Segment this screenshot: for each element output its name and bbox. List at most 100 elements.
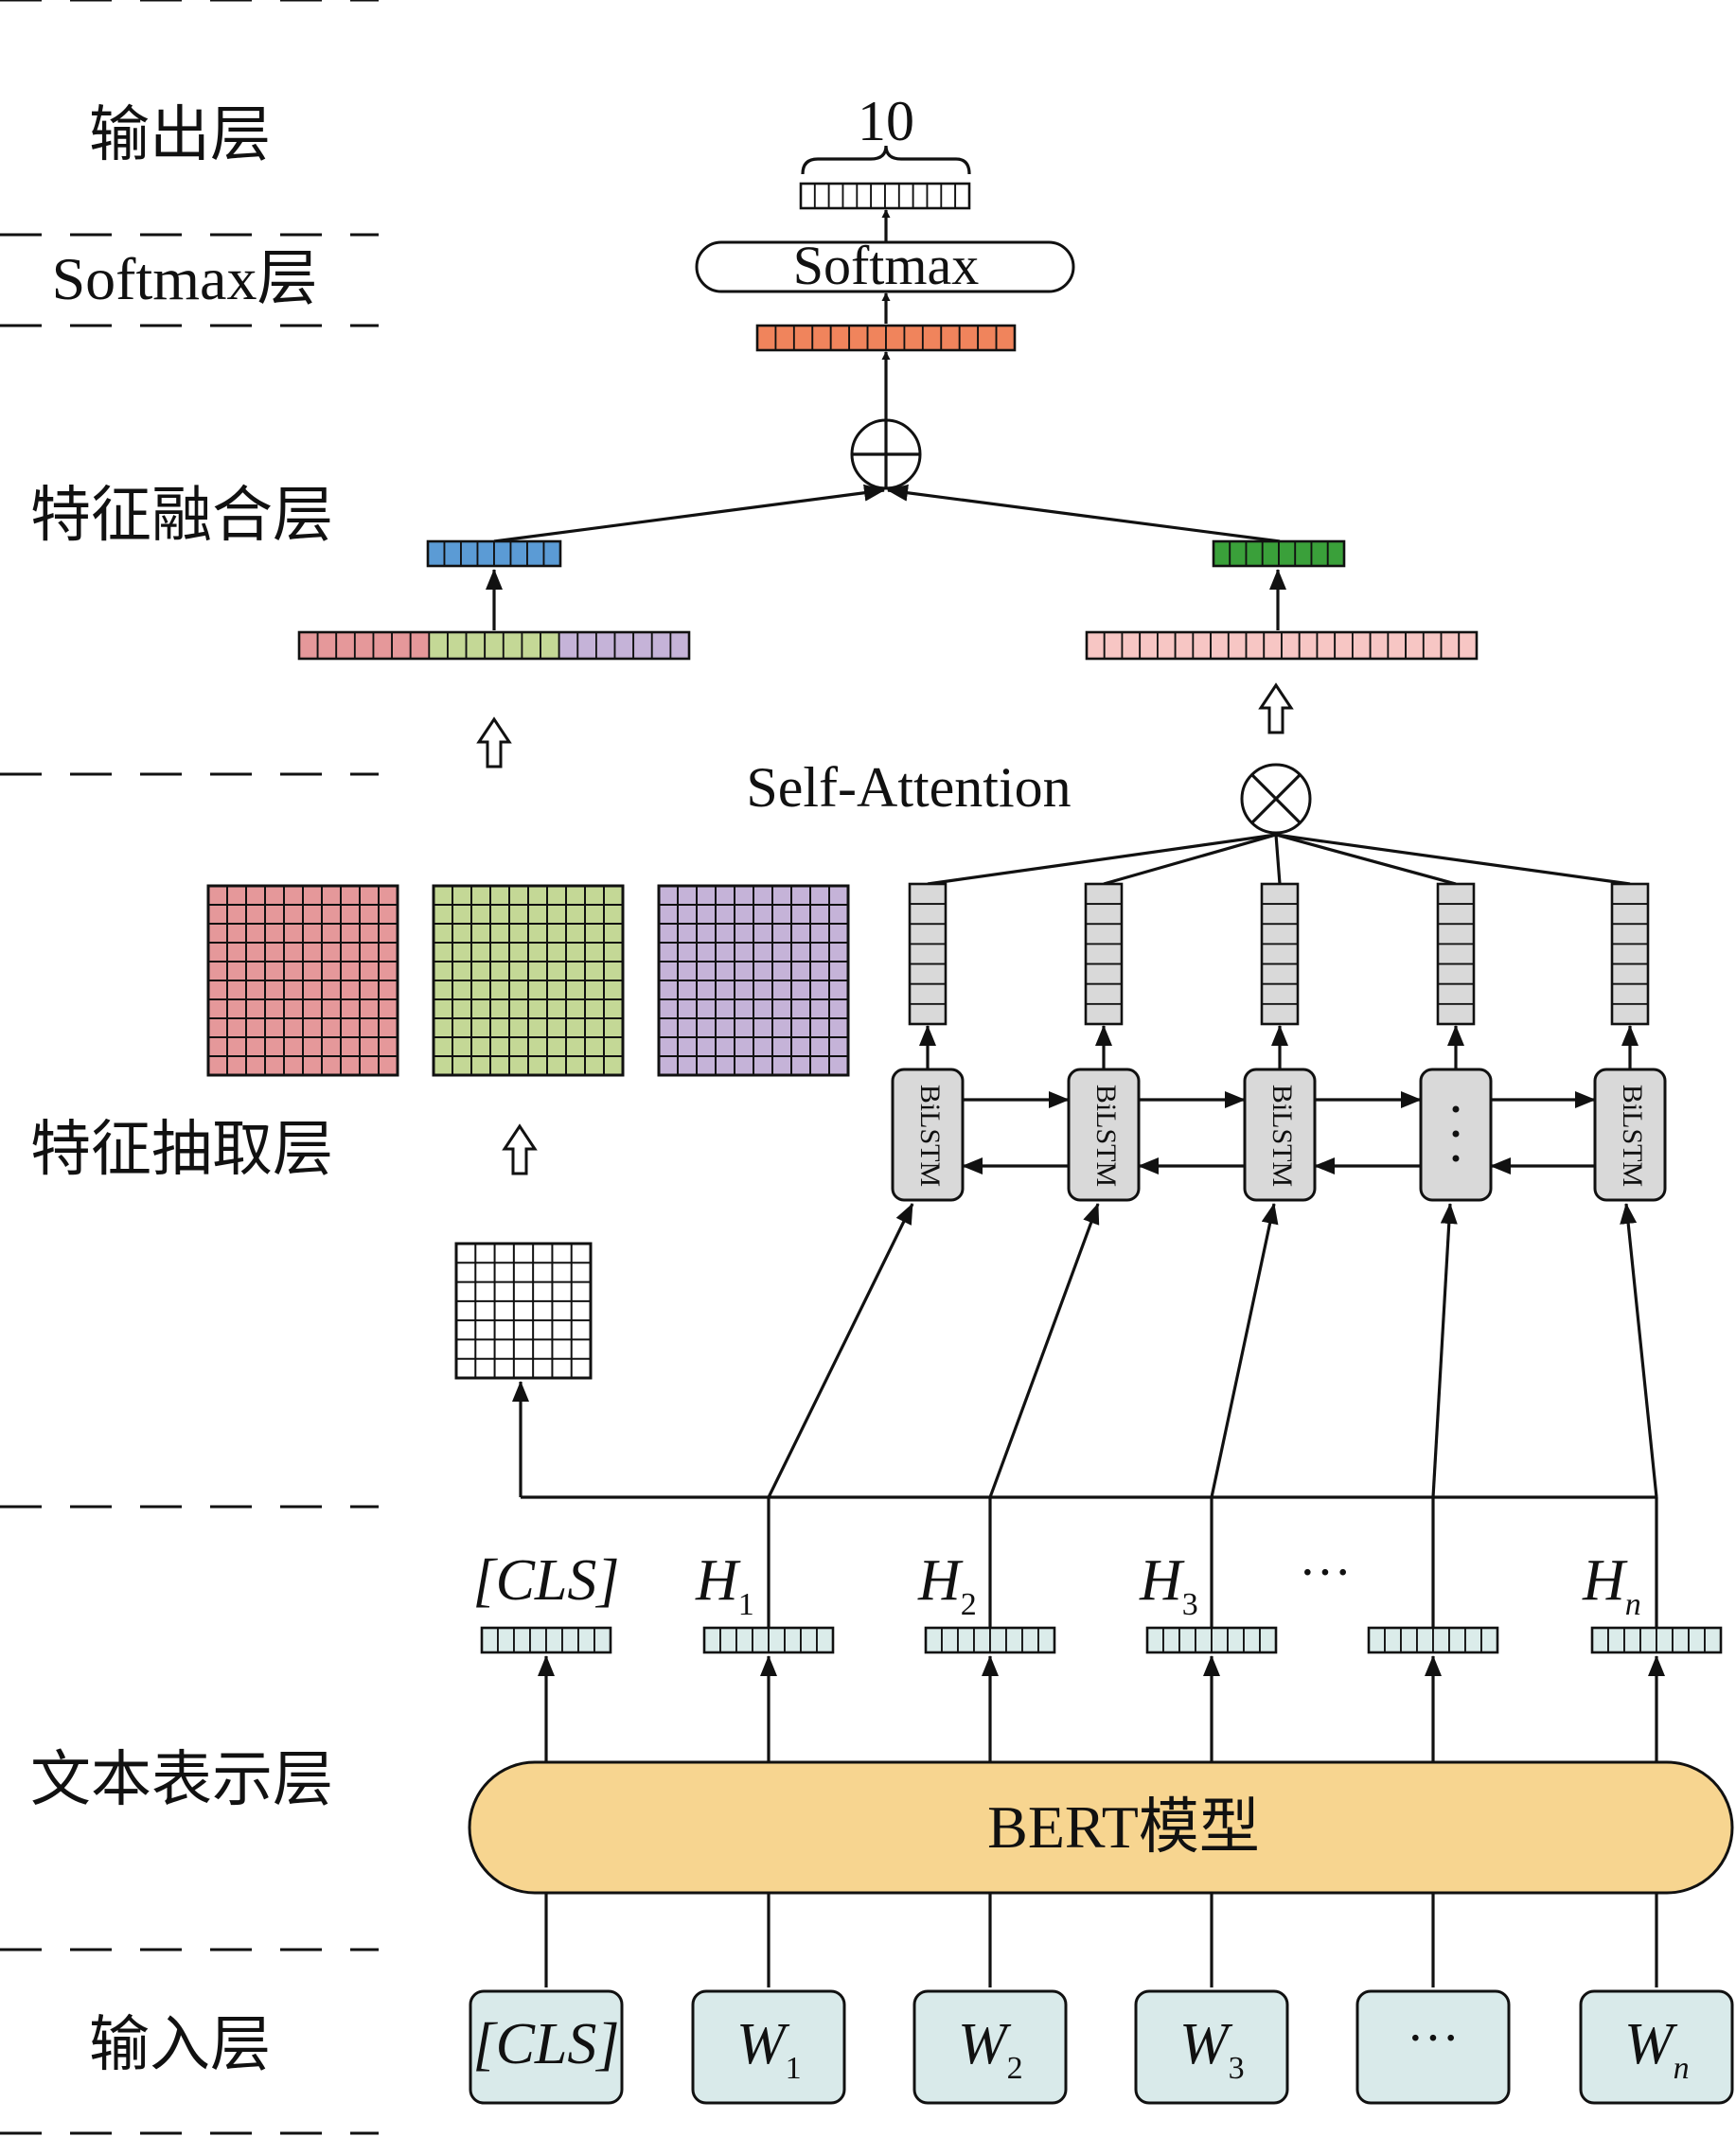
vector-cell	[593, 1627, 611, 1653]
vector-cell	[1458, 631, 1478, 660]
bilstm-label: BiLSTM	[914, 1085, 946, 1187]
vector-cell	[428, 631, 449, 660]
vector-cell	[1021, 1627, 1039, 1653]
vector-cell	[885, 325, 906, 351]
vector-cell	[1369, 631, 1390, 660]
vector-cell	[1437, 943, 1475, 965]
hollow-up-arrow-attention	[1258, 682, 1294, 734]
layer-label-output: 输出层	[89, 101, 271, 168]
self-attention-label: Self-Attention	[746, 756, 1071, 819]
vector-cell	[1192, 631, 1212, 660]
vector-cell	[735, 1627, 753, 1653]
vector-cell	[1278, 540, 1297, 567]
output-dimension-label: 10	[858, 90, 914, 152]
vector-cell	[1326, 540, 1345, 567]
input-token-box	[691, 1989, 846, 2105]
vector-cell	[542, 540, 561, 567]
input-token-box	[912, 1989, 1068, 2105]
input-token-box	[469, 1989, 624, 2105]
vector-outline	[1145, 1626, 1278, 1654]
bilstm-label: BiLSTM	[1267, 1085, 1298, 1187]
vector-cell	[768, 1627, 786, 1653]
vector-cell	[1623, 1627, 1641, 1653]
vector-cell	[298, 631, 319, 660]
input-label-w1: W1	[736, 2012, 802, 2086]
vector-cell	[909, 903, 947, 926]
vector-cell	[1261, 943, 1299, 965]
vector-cell	[1227, 1627, 1245, 1653]
vector-cell	[1298, 631, 1319, 660]
vector-cell	[1261, 923, 1299, 945]
vector-cell	[784, 1627, 802, 1653]
vector-outline	[1367, 1626, 1499, 1654]
vector-cell	[1368, 1627, 1386, 1653]
vector-cell	[545, 1627, 563, 1653]
fused-feature-vector	[755, 324, 1017, 352]
vector-cell	[476, 540, 495, 567]
vector-cell	[792, 325, 814, 351]
bert-output-vectors	[480, 1626, 1723, 1654]
hollow-up-arrow-conv	[502, 1123, 538, 1175]
ellipsis-dot	[1452, 1155, 1460, 1162]
vector-cell	[577, 1627, 595, 1653]
vector-cell	[1085, 963, 1123, 985]
input-label-cls: [CLS]	[472, 2012, 619, 2076]
vector-cell	[372, 631, 393, 660]
vector-cell	[1259, 1627, 1277, 1653]
vector-cell	[650, 631, 672, 660]
vector-cell	[1639, 1627, 1657, 1653]
bilstm-label: BiLSTM	[1090, 1085, 1122, 1187]
layer-separators	[0, 0, 379, 2135]
vector-cell	[1261, 982, 1299, 1005]
hidden-label-hn: Hn	[1582, 1548, 1641, 1622]
bilstm-hidden-vectors	[908, 882, 1650, 1026]
vector-cell	[1146, 1627, 1164, 1653]
vector-cell	[866, 325, 887, 351]
input-label-w2: W2	[958, 2012, 1023, 2086]
vector-cell	[813, 183, 830, 209]
vector-cell	[816, 1627, 834, 1653]
input-token-box	[1579, 1989, 1734, 2105]
vector-cell	[1261, 903, 1299, 926]
vector-cell	[1037, 1627, 1055, 1653]
vector-cell	[1162, 1627, 1180, 1653]
vector-cell	[1121, 631, 1142, 660]
vector-cell	[558, 631, 579, 660]
vector-cell	[1085, 982, 1123, 1005]
vector-cell	[1245, 631, 1266, 660]
vector-outline	[755, 324, 1017, 352]
vector-cell	[926, 183, 943, 209]
input-label-wn: Wn	[1624, 2012, 1690, 2086]
attention-feature-vector	[1212, 539, 1346, 568]
vector-cell	[1607, 1627, 1625, 1653]
vector-cell	[1245, 540, 1264, 567]
vector-cell	[1086, 631, 1106, 660]
vector-cell	[391, 631, 412, 660]
vector-cell	[521, 631, 541, 660]
vector-cell	[1611, 943, 1649, 965]
hidden-to-bilstm-arrow	[1210, 1203, 1279, 1498]
hidden-label-h1: H1	[695, 1548, 754, 1622]
attention-output-vector	[1085, 630, 1479, 661]
vector-cell	[1334, 631, 1354, 660]
green-to-plus-arrow	[887, 484, 1281, 543]
vector-cell	[1294, 540, 1313, 567]
vector-cell	[1139, 631, 1159, 660]
vector-cell	[1591, 1627, 1609, 1653]
vector-cell	[1227, 631, 1248, 660]
vector-cell	[1261, 883, 1299, 906]
vector-cell	[465, 631, 487, 660]
hidden-to-bilstm-arrows	[767, 1203, 1658, 1628]
feature-map	[454, 1242, 593, 1380]
vector-cell	[774, 325, 795, 351]
vector-cell	[941, 1627, 959, 1653]
layer-label-fusion: 特征融合层	[30, 482, 333, 549]
hidden-label-h3: H3	[1139, 1548, 1198, 1622]
vector-cell	[1174, 631, 1195, 660]
vector-cell	[353, 631, 375, 660]
vector-cell	[632, 631, 653, 660]
vector-cell	[1103, 631, 1124, 660]
vector-cell	[447, 631, 468, 660]
vector-cell	[1400, 1627, 1418, 1653]
vector-cell	[1448, 1627, 1466, 1653]
